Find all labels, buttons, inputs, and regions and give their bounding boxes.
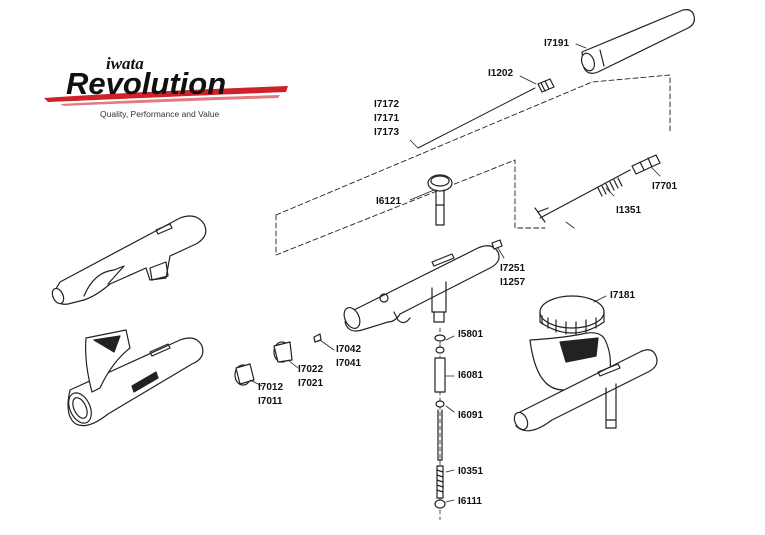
part-label-1202: I1202: [488, 68, 514, 79]
part-label-7171: I7171: [374, 113, 400, 124]
small-screw-part: [491, 239, 503, 250]
part-label-7251: I7251: [500, 263, 526, 274]
part-label-7191: I7191: [544, 38, 570, 49]
part-label-7021: I7021: [298, 378, 324, 389]
part-label-6091: I6091: [458, 410, 484, 421]
part-label-7172: I7172: [374, 99, 400, 110]
assembly-guide-dashed: [275, 74, 671, 256]
part-label-7041: I7041: [336, 358, 362, 369]
part-label-7701: I7701: [652, 181, 678, 192]
spring-guide-part: [631, 154, 661, 175]
handle-part: [580, 9, 695, 74]
part-label-7173: I7173: [374, 127, 400, 138]
logo-brand-text: iwata: [106, 54, 144, 73]
part-label-0351: I0351: [458, 466, 484, 477]
nozzle-parts: [234, 333, 322, 386]
part-label-7042: I7042: [336, 344, 362, 355]
logo-swoosh: [44, 86, 288, 106]
air-valve-parts: [434, 327, 446, 521]
part-label-1257: I1257: [500, 277, 526, 288]
needle-part: [417, 87, 536, 149]
part-label-6121: I6121: [376, 196, 402, 207]
cup-lid-part: [539, 295, 605, 335]
needle-spring-part: [534, 169, 631, 223]
part-label-6111: I6111: [458, 496, 482, 507]
part-label-5801: I5801: [458, 329, 484, 340]
part-label-7022: I7022: [298, 364, 324, 375]
logo-product-text: Revolution: [66, 66, 227, 101]
part-label-7011: I7011: [258, 396, 283, 407]
body-cup-view: [67, 329, 204, 427]
trigger-part: [427, 174, 453, 226]
needle-chucking-nut-part: [537, 78, 555, 93]
leader-lines: [249, 43, 661, 503]
brand-logo: iwata Revolution Quality, Performance an…: [40, 52, 290, 122]
part-label-1351: I1351: [616, 205, 642, 216]
part-label-7181: I7181: [610, 290, 636, 301]
assembled-airbrush-view: [513, 332, 658, 432]
body-top-view: [51, 215, 207, 305]
logo-tagline: Quality, Performance and Value: [100, 109, 220, 119]
main-body-part: [343, 245, 500, 332]
part-label-6081: I6081: [458, 370, 484, 381]
part-label-7012: I7012: [258, 382, 284, 393]
